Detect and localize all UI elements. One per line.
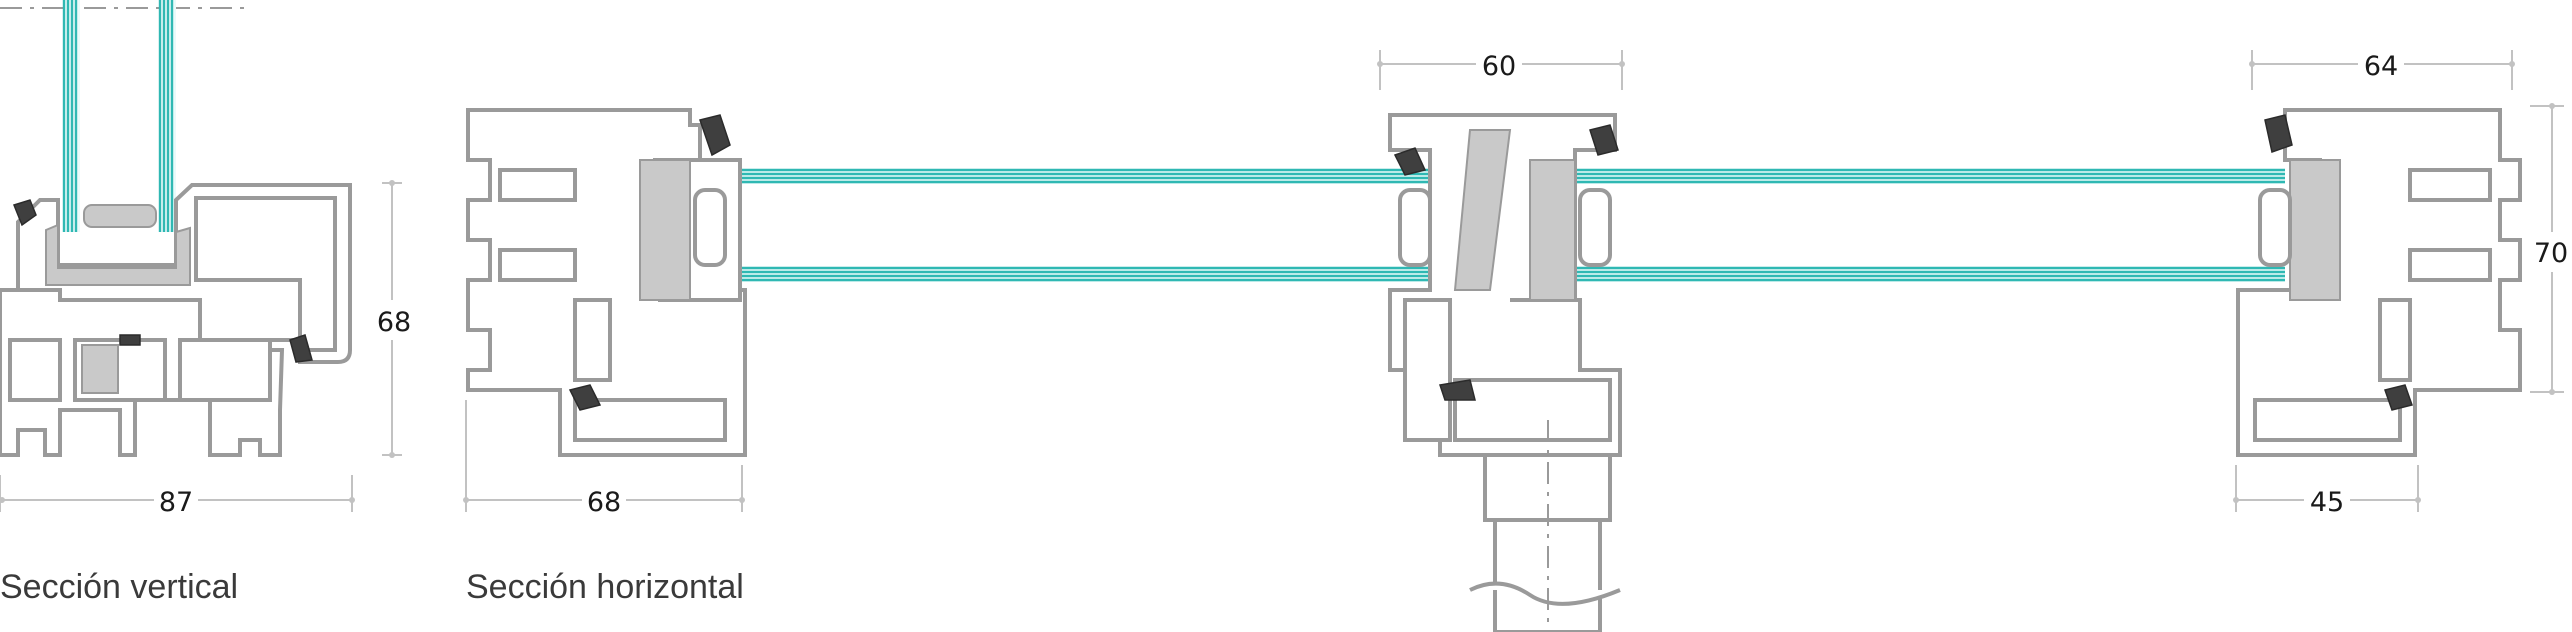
right-sash-width-label: 64	[2364, 51, 2398, 82]
right-height-label: 70	[2534, 238, 2568, 269]
vertical-sash-fill	[45, 223, 191, 286]
horizontal-glass-left	[690, 168, 1430, 282]
vertical-frame-chamber	[8, 338, 62, 402]
mullion-width-dimension: 60	[1377, 44, 1625, 90]
horizontal-section-caption: Sección horizontal	[466, 568, 744, 606]
vertical-height-label: 68	[377, 307, 411, 338]
vertical-gasket-center	[119, 334, 141, 346]
horizontal-left-jamb	[466, 108, 747, 457]
right-frame-width-dimension: 45	[2233, 465, 2421, 520]
horizontal-glass-right	[1575, 168, 2285, 282]
horizontal-section: 68 60 64	[463, 44, 2572, 632]
vertical-width-label: 87	[159, 487, 193, 518]
vertical-gasket-outer	[13, 199, 37, 227]
vertical-height-dimension: 68	[374, 180, 411, 458]
vertical-gasket-inner	[289, 334, 313, 363]
horizontal-mullion	[1388, 113, 1622, 632]
horizontal-right-jamb	[2236, 108, 2522, 457]
vertical-section-caption: Sección vertical	[0, 568, 239, 606]
horizontal-left-width-label: 68	[587, 487, 621, 518]
vertical-frame-chamber-3	[178, 338, 272, 402]
vertical-spacer	[83, 204, 157, 228]
right-frame-width-label: 45	[2310, 487, 2344, 518]
right-sash-width-dimension: 64	[2249, 44, 2515, 90]
vertical-glass	[62, 0, 176, 232]
horizontal-left-width-dimension: 68	[463, 400, 745, 520]
vertical-width-dimension: 87	[0, 475, 355, 520]
right-height-dimension: 70	[2530, 103, 2572, 395]
vertical-section: 68 87	[0, 0, 411, 520]
mullion-width-label: 60	[1482, 51, 1516, 82]
vertical-reinforcement	[81, 344, 119, 394]
